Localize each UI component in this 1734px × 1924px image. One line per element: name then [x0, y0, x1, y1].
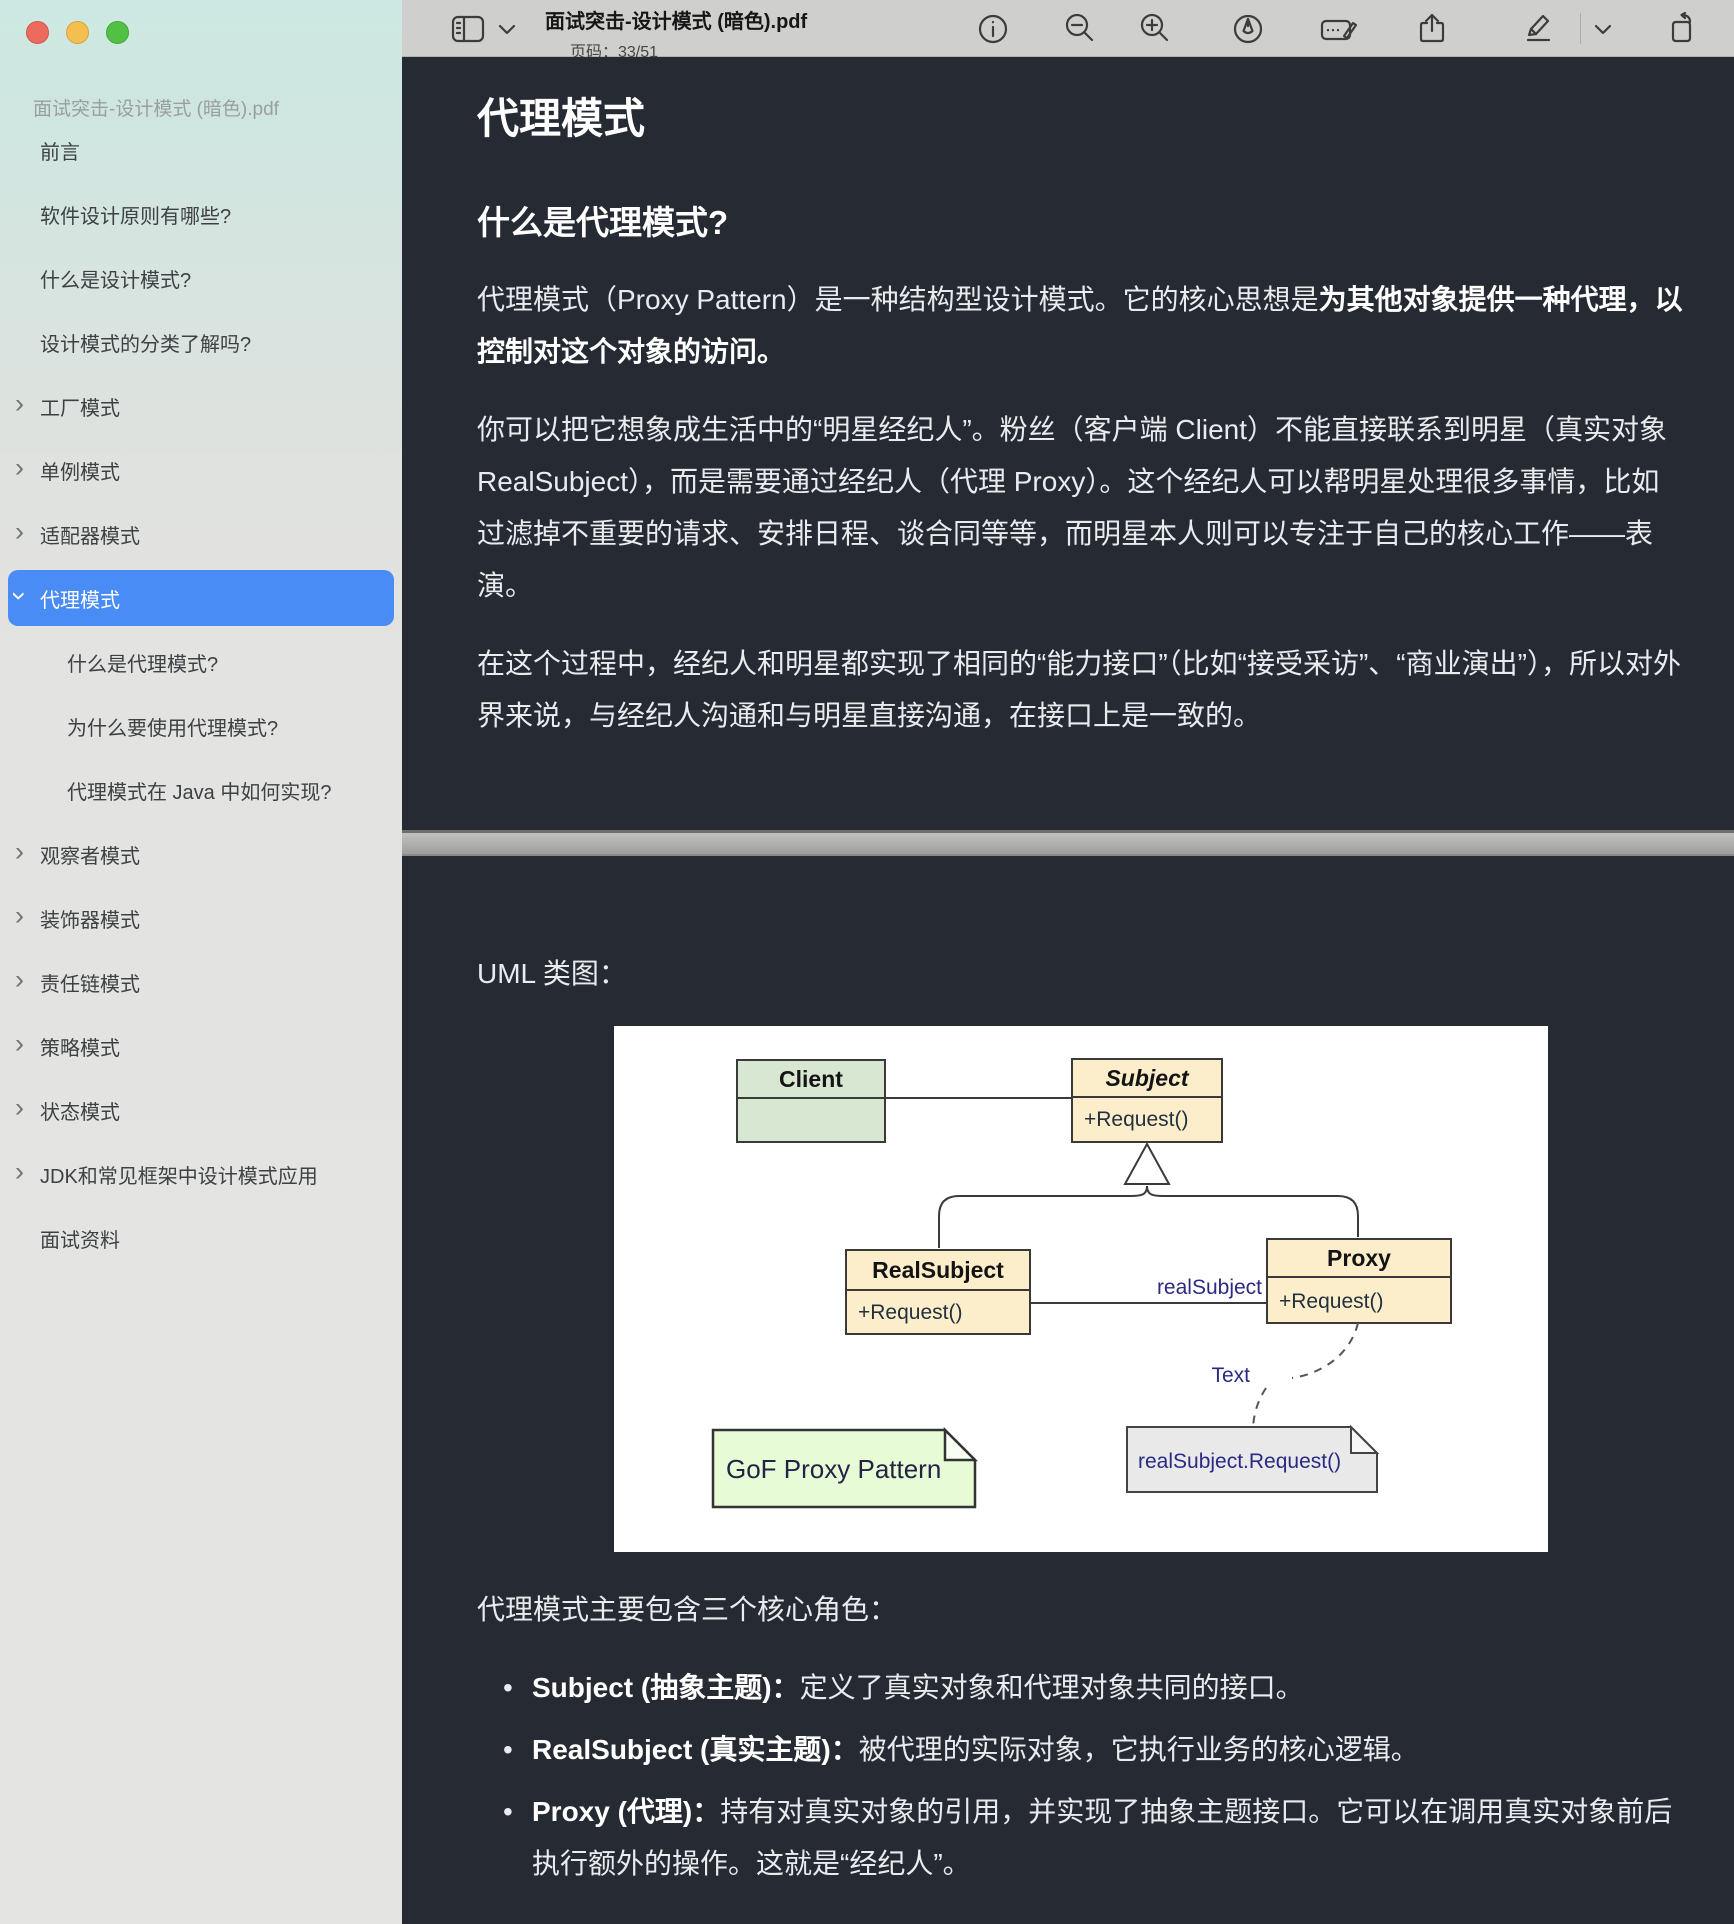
toc-item-interview-materials[interactable]: 面试资料 [40, 1229, 120, 1252]
chevron-right-icon[interactable]: › [15, 964, 24, 995]
chevron-right-icon[interactable]: › [15, 1028, 24, 1059]
toc-item-proxy-in-java[interactable]: 代理模式在 Java 中如何实现? [67, 781, 332, 804]
chevron-right-icon[interactable]: › [15, 836, 24, 867]
toc-item-decorator[interactable]: ›装饰器模式 [15, 900, 140, 932]
zoom-in-icon [1140, 13, 1169, 42]
toolbar-divider [1580, 13, 1581, 44]
toc-item-what-is-design-pattern[interactable]: 什么是设计模式? [40, 269, 192, 292]
toc-item-preface[interactable]: 前言 [40, 141, 80, 164]
sidebar-toggle-button[interactable] [448, 9, 488, 49]
highlighter-icon [1526, 14, 1551, 42]
uml-caption: UML 类图： [477, 958, 627, 989]
close-window-button[interactable] [26, 21, 49, 44]
toc-item-singleton[interactable]: ›单例模式 [15, 452, 120, 484]
note-gof-proxy-pattern: GoF Proxy Pattern [711, 1426, 979, 1509]
paragraph-definition: 代理模式（Proxy Pattern）是一种结构型设计模式。它的核心思想是为其他… [477, 284, 1683, 367]
highlight-options-button[interactable] [1590, 9, 1616, 49]
chevron-right-icon[interactable]: › [15, 516, 24, 547]
share-button[interactable] [1412, 9, 1452, 49]
main-area: 面试突击-设计模式 (暗色).pdf 页码：33/51 [402, 0, 1734, 1924]
uml-class-realsubject: RealSubject +Request() [845, 1249, 1031, 1335]
zoom-out-button[interactable] [1060, 9, 1100, 49]
note-right-text: realSubject.Request() [1138, 1450, 1341, 1473]
section-heading: 什么是代理模式? [477, 204, 729, 241]
chevron-right-icon[interactable]: › [15, 452, 24, 483]
page-break-divider [402, 830, 1734, 856]
table-of-contents: 前言 软件设计原则有哪些? 什么是设计模式? 设计模式的分类了解吗? ›工厂模式… [0, 118, 402, 1270]
note-link-label: Text [1211, 1364, 1250, 1387]
zoom-window-button[interactable] [106, 21, 129, 44]
chevron-down-icon [498, 24, 516, 35]
info-icon [978, 14, 1008, 44]
toc-item-factory[interactable]: ›工厂模式 [15, 388, 120, 420]
uml-class-proxy: Proxy +Request() [1266, 1238, 1452, 1324]
uml-class-client: Client [736, 1059, 886, 1143]
note-realsubject-request: realSubject.Request() [1126, 1424, 1380, 1493]
toc-item-jdk-frameworks[interactable]: ›JDK和常见框架中设计模式应用 [15, 1156, 318, 1188]
toc-item-observer[interactable]: ›观察者模式 [15, 836, 140, 868]
pdf-page-34: UML 类图： Client [402, 856, 1734, 1890]
toc-item-proxy-selected[interactable]: ›代理模式 [0, 566, 402, 630]
roles-intro: 代理模式主要包含三个核心角色： [477, 1594, 898, 1625]
zoom-out-icon [1065, 13, 1094, 42]
uml-diagram-svg: Client Subject +Request() [711, 1058, 1452, 1509]
chevron-right-icon[interactable]: › [15, 1156, 24, 1187]
highlight-button[interactable] [1519, 9, 1559, 49]
association-label: realSubject [1157, 1276, 1262, 1299]
sidebar-document-title: 面试突击-设计模式 (暗色).pdf [33, 99, 279, 120]
toc-item-what-is-proxy[interactable]: 什么是代理模式? [67, 653, 219, 676]
note-link-dashed: Text [1211, 1322, 1359, 1428]
role-subject: Subject (抽象主题)：定义了真实对象和代理对象共同的接口。 [477, 1662, 1684, 1714]
chevron-right-icon[interactable]: › [15, 388, 24, 419]
subject-method: +Request() [1084, 1108, 1188, 1131]
sidebar-toggle-icon [451, 15, 485, 43]
document-title: 面试突击-设计模式 (暗色).pdf [545, 11, 808, 33]
pdf-document-view[interactable]: 代理模式 什么是代理模式? 代理模式（Proxy Pattern）是一种结构型设… [402, 57, 1734, 1924]
paragraph-analogy: 你可以把它想象成生活中的“明星经纪人”。粉丝（客户端 Client）不能直接联系… [477, 414, 1668, 601]
info-button[interactable] [973, 9, 1013, 49]
markup-toolbar-icon [1320, 19, 1358, 41]
toc-item-state[interactable]: ›状态模式 [15, 1092, 120, 1124]
page-title: 代理模式 [477, 95, 646, 142]
chevron-right-icon[interactable]: › [15, 900, 24, 931]
note-left-text: GoF Proxy Pattern [726, 1454, 941, 1484]
sidebar: 面试突击-设计模式 (暗色).pdf 前言 软件设计原则有哪些? 什么是设计模式… [0, 0, 402, 1924]
uml-class-subject: Subject +Request() [1071, 1058, 1223, 1143]
rotate-left-icon [1671, 12, 1692, 43]
window-controls [26, 21, 129, 44]
toc-item-why-proxy[interactable]: 为什么要使用代理模式? [67, 717, 279, 740]
sidebar-options-button[interactable] [494, 9, 520, 49]
document-title-block: 面试突击-设计模式 (暗色).pdf 页码：33/51 [545, 5, 807, 62]
toc-item-design-principles[interactable]: 软件设计原则有哪些? [40, 205, 232, 228]
client-label: Client [779, 1066, 843, 1092]
chevron-down-icon [1594, 24, 1612, 35]
toc-item-strategy[interactable]: ›策略模式 [15, 1028, 120, 1060]
rotate-button[interactable] [1663, 9, 1703, 49]
proxy-method: +Request() [1279, 1290, 1383, 1313]
realsubject-method: +Request() [858, 1301, 962, 1324]
toc-item-adapter[interactable]: ›适配器模式 [15, 516, 140, 548]
role-realsubject: RealSubject (真实主题)：被代理的实际对象，它执行业务的核心逻辑。 [477, 1724, 1684, 1776]
proxy-label: Proxy [1327, 1245, 1391, 1271]
roles-list: Subject (抽象主题)：定义了真实对象和代理对象共同的接口。 RealSu… [477, 1662, 1684, 1890]
chevron-down-icon[interactable]: › [5, 591, 35, 601]
role-proxy: Proxy (代理)：持有对真实对象的引用，并实现了抽象主题接口。它可以在调用真… [477, 1786, 1684, 1890]
toolbar: 面试突击-设计模式 (暗色).pdf 页码：33/51 [402, 0, 1734, 61]
markup-toolbar-button[interactable] [1319, 9, 1359, 49]
page-indicator: 页码：33/51 [570, 44, 659, 61]
zoom-in-button[interactable] [1135, 9, 1175, 49]
pen-tool-button[interactable] [1228, 9, 1268, 49]
minimize-window-button[interactable] [66, 21, 89, 44]
toc-item-pattern-categories[interactable]: 设计模式的分类了解吗? [40, 333, 252, 356]
subject-label: Subject [1105, 1065, 1189, 1091]
chevron-right-icon[interactable]: › [15, 1092, 24, 1123]
share-icon [1419, 13, 1445, 43]
paragraph-interface: 在这个过程中，经纪人和明星都实现了相同的“能力接口”（比如“接受采访”、“商业演… [477, 648, 1681, 731]
pdf-page-33: 代理模式 什么是代理模式? 代理模式（Proxy Pattern）是一种结构型设… [402, 57, 1734, 830]
uml-class-diagram: Client Subject +Request() [614, 1026, 1548, 1552]
generalization-arrow [938, 1141, 1359, 1248]
realsubject-label: RealSubject [872, 1257, 1004, 1283]
toc-item-chain-of-responsibility[interactable]: ›责任链模式 [15, 964, 140, 996]
pen-icon [1233, 14, 1263, 44]
